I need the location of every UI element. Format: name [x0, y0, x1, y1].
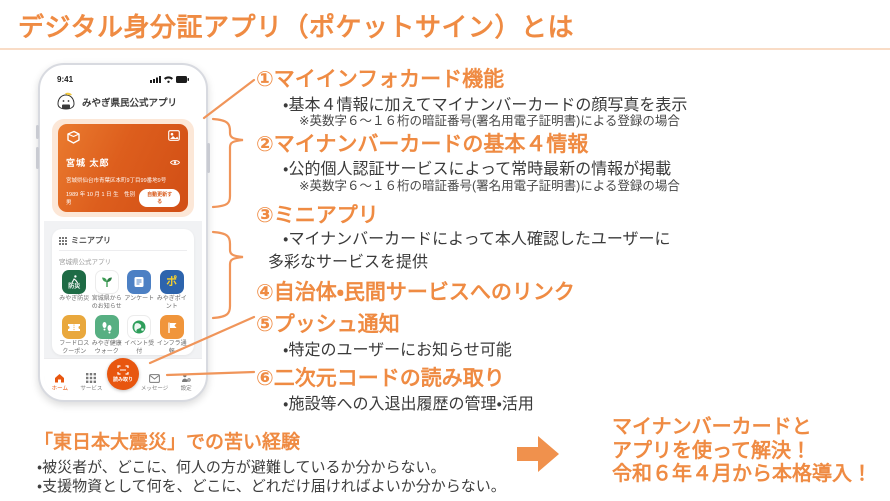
- brace-feature2: [211, 117, 244, 209]
- phone-side-button: [207, 143, 210, 173]
- mascot-icon: [57, 92, 75, 110]
- experience-bullet-1: ・被災者が、どこに、何人の方が避難しているか分からない。: [37, 459, 446, 476]
- ticket-icon: [62, 315, 87, 339]
- phone-mockup: 9:41 みやぎ県民公式アプリ: [36, 63, 210, 402]
- card-birth-gender: 1989 年 10 月 1 日 生 性別 男: [66, 192, 136, 206]
- connector-line-feature1: [202, 78, 256, 120]
- my-info-card[interactable]: 宮城 太郎 宮城県仙台市青葉区本町9丁目99番地9号 1989 年 10 月 1…: [58, 124, 188, 212]
- message-icon: [149, 374, 160, 383]
- feature-1-bullet: ・基本４情報に加えてマイナンバーカードの顔写真を表示: [283, 97, 688, 114]
- page-title: デジタル身分証アプリ（ポケットサイン）とは: [18, 12, 574, 42]
- bottom-nav: ホーム サービス 読み取り メッセージ: [44, 358, 202, 396]
- app-miyagi-oshirase[interactable]: 宮城県からのお知らせ: [92, 270, 123, 311]
- app-kenko-walk[interactable]: みやぎ健康ウォーク: [92, 315, 123, 356]
- solution-arrow-icon: [517, 436, 559, 472]
- card-holder-name: 宮城 太郎: [66, 158, 110, 168]
- app-title: みやぎ県民公式アプリ: [82, 98, 178, 109]
- miniapp-section-label: 宮城県公式アプリ: [59, 259, 111, 266]
- app-infra-tsuho[interactable]: インフラ通報: [157, 315, 188, 356]
- status-time: 9:41: [57, 75, 74, 84]
- disaster-prevention-icon: 防災: [62, 270, 87, 294]
- survey-icon: [127, 270, 152, 294]
- footsteps-icon: [94, 315, 119, 339]
- home-icon: [55, 374, 65, 383]
- phone-side-button: [36, 147, 39, 169]
- auto-update-button[interactable]: 自動更新する: [139, 189, 180, 207]
- feature-3-heading: ③ミニアプリ: [256, 204, 379, 227]
- qr-scan-button[interactable]: 読み取り: [106, 358, 139, 390]
- pocketsign-logo-icon: [67, 130, 80, 144]
- nav-message[interactable]: メッセージ: [139, 374, 171, 392]
- feature-6-heading: ⑥二次元コードの読み取り: [256, 367, 505, 390]
- globe-icon: [127, 315, 152, 339]
- miniapp-panel: ミニアプリ 宮城県公式アプリ 防災 みやぎ防災: [52, 229, 194, 355]
- feature-2-heading: ②マイナンバーカードの基本４情報: [256, 133, 589, 156]
- nav-services[interactable]: サービス: [76, 373, 108, 392]
- flag-icon: [159, 315, 184, 339]
- nav-home[interactable]: ホーム: [44, 373, 76, 392]
- app-enquete[interactable]: アンケート: [124, 270, 155, 311]
- wifi-icon: [164, 76, 173, 83]
- miniapp-header: ミニアプリ: [71, 236, 111, 245]
- miniapp-grid: 防災 みやぎ防災 宮城県からのお知らせ アンケート: [59, 270, 187, 356]
- feature-3-bullet: ・マイナンバーカードによって本人確認したユーザーに: [283, 231, 671, 248]
- feature-5-bullet: ・特定のユーザーにお知らせ可能: [283, 342, 512, 359]
- nav-settings[interactable]: 設定: [170, 373, 202, 392]
- experience-heading: 「東日本大震災」での苦い経験: [34, 432, 301, 453]
- status-bar: 9:41: [44, 69, 202, 85]
- qr-scan-icon: [117, 365, 129, 375]
- feature-1-note: ※英数字６～１６桁の暗証番号(署名用電子証明書)による登録の場合: [299, 114, 680, 128]
- signal-icon: [150, 76, 161, 83]
- feature-6-bullet: ・施設等への入退出履歴の管理・活用: [283, 396, 534, 413]
- feature-1-heading: ①マイインフォカード機能: [256, 68, 505, 91]
- solution-line-1: マイナンバーカードと: [612, 416, 812, 438]
- card-address: 宮城県仙台市青葉区本町9丁目99番地9号: [66, 178, 167, 184]
- point-icon: ポ: [159, 270, 184, 294]
- title-underline: [0, 48, 890, 50]
- feature-3-bullet-line2: 多彩なサービスを提供: [268, 254, 429, 271]
- solution-text: マイナンバーカードと アプリを使って解決！ 令和６年４月から本格導入！: [612, 416, 872, 487]
- battery-icon: [176, 76, 189, 83]
- feature-4-heading: ④自治体・民間サービスへのリンク: [256, 281, 575, 304]
- services-grid-icon: [86, 373, 97, 383]
- feature-5-heading: ⑤プッシュ通知: [256, 313, 400, 336]
- eye-icon[interactable]: [170, 159, 180, 166]
- app-miyagi-point[interactable]: ポ みやぎポイント: [157, 270, 188, 311]
- id-card-glow: 宮城 太郎 宮城県仙台市青葉区本町9丁目99番地9号 1989 年 10 月 1…: [52, 119, 194, 217]
- grid-icon: [59, 236, 67, 245]
- solution-line-2: アプリを使って解決！: [612, 439, 811, 462]
- sprout-icon: [94, 270, 119, 294]
- feature-2-bullet: ・公的個人認証サービスによって常時最新の情報が掲載: [283, 161, 672, 178]
- feature-2-note: ※英数字６～１６桁の暗証番号(署名用電子証明書)による登録の場合: [299, 179, 680, 193]
- solution-line-3: 令和６年４月から本格導入！: [612, 463, 872, 485]
- phone-screen: 9:41 みやぎ県民公式アプリ: [44, 69, 202, 396]
- nav-scan[interactable]: 読み取り: [106, 358, 139, 392]
- app-header: みやぎ県民公式アプリ: [56, 90, 192, 114]
- phone-side-button: [36, 125, 39, 139]
- id-photo-icon[interactable]: [168, 130, 180, 141]
- brace-feature3: [211, 230, 244, 320]
- experience-bullet-2: ・支援物資として何を、どこに、どれだけ届ければよいか分からない。: [37, 478, 506, 495]
- app-foodloss-coupon[interactable]: フードロスクーポン: [59, 315, 90, 356]
- app-event-uketsuke[interactable]: イベント受付: [124, 315, 155, 356]
- app-miyagi-bousai[interactable]: 防災 みやぎ防災: [59, 270, 90, 311]
- settings-icon: [182, 373, 191, 382]
